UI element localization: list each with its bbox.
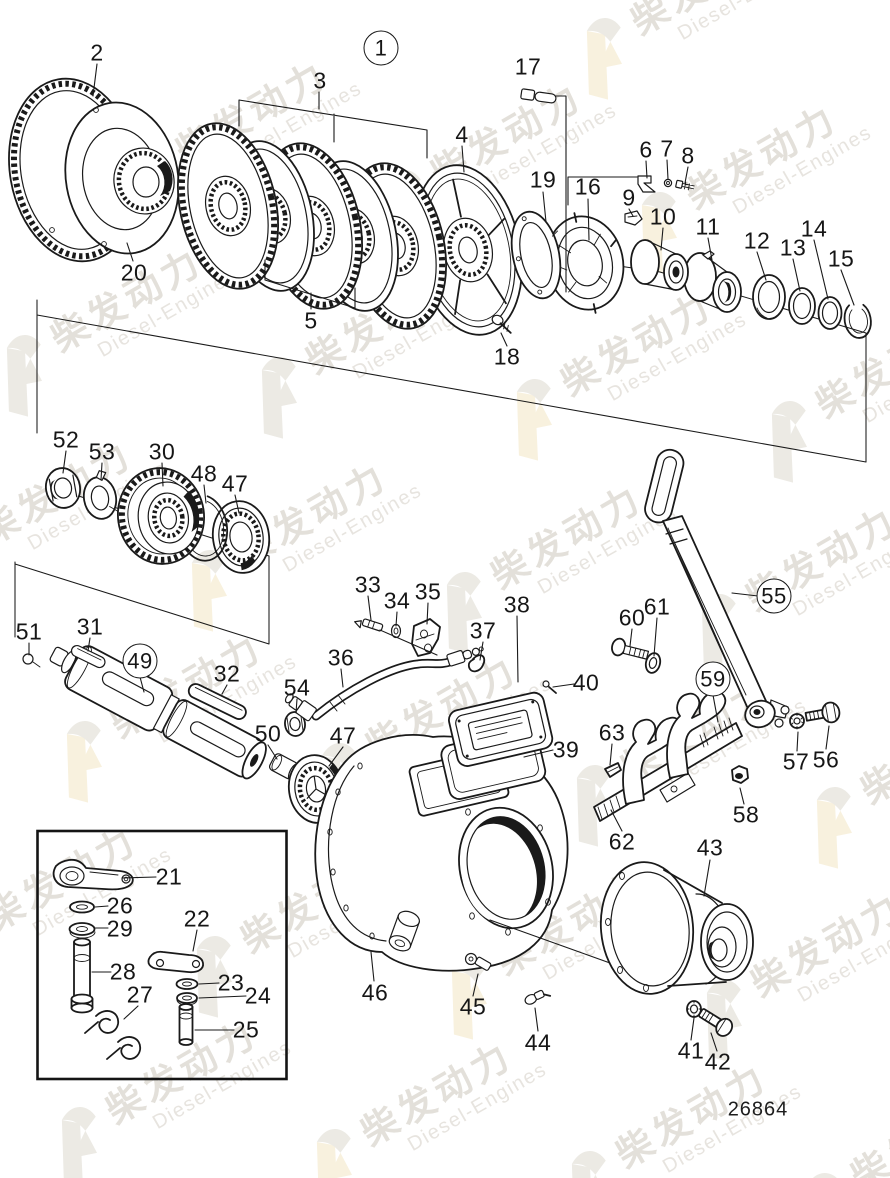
- bolt-part-60: [611, 637, 650, 660]
- washer-part-7: [663, 178, 673, 188]
- clip-part-9: [624, 210, 643, 226]
- washer-part-61: [644, 652, 662, 674]
- screw-part-18: [491, 314, 512, 334]
- drawing-number: 26864: [727, 1098, 789, 1121]
- shift-fork-2: [666, 690, 727, 779]
- cover-plate-part-38: [448, 691, 554, 767]
- ring-part-12: [752, 274, 786, 320]
- lock-washer-part-57: [789, 712, 805, 730]
- lock-washer-part-53: [82, 470, 119, 520]
- pin-part-25: [178, 1003, 194, 1046]
- clip-part-37: [467, 654, 486, 673]
- pin-part-17: [520, 88, 557, 104]
- friction-disc-pack: [177, 122, 447, 330]
- shift-fork-1: [622, 716, 683, 805]
- washer-part-41: [686, 1000, 702, 1018]
- screw-part-33: [354, 618, 384, 632]
- key-part-31: [70, 644, 106, 669]
- lever-part-22: [147, 950, 204, 974]
- inset-box: [36, 829, 288, 1081]
- ring-part-14: [817, 296, 843, 330]
- washer-part-24: [176, 992, 198, 1006]
- washer-part-26: [69, 900, 95, 914]
- bolt-part-42: [698, 1008, 734, 1037]
- input-shaft-part-49: [49, 645, 267, 780]
- ring-part-13: [788, 287, 816, 325]
- lever-part-21: [52, 858, 134, 891]
- retainer-ring-part-19: [510, 210, 568, 300]
- nut-part-52: [45, 467, 81, 509]
- plug-part-44: [524, 989, 552, 1005]
- oil-hose-part-36: [284, 646, 484, 722]
- plug-part-51: [22, 653, 41, 668]
- coupling-part-43: [599, 861, 754, 995]
- clutch-drum-part-2: [8, 77, 180, 263]
- leader-lines: [28, 63, 855, 1052]
- clutch-hub-part-30: [116, 467, 206, 565]
- wedge-part-63: [604, 762, 622, 778]
- bracket-part-6: [637, 175, 656, 193]
- snap-ring-part-15: [843, 303, 872, 339]
- shift-lever-part-55: [644, 448, 790, 729]
- nut-part-58: [731, 765, 749, 784]
- screw-part-40: [542, 680, 557, 694]
- key-part-32: [187, 683, 247, 720]
- springs-part-27: [84, 1010, 141, 1060]
- screw-part-8: [675, 179, 695, 191]
- sleeve-part-10: [630, 239, 689, 291]
- pin-part-28: [70, 937, 94, 1014]
- bearing-part-47-upper: [211, 500, 271, 574]
- bearing-sleeve-part-11: [683, 250, 742, 313]
- washer-part-23: [175, 978, 199, 990]
- nut-part-54: [284, 711, 306, 737]
- washer-part-29: [68, 922, 96, 939]
- bolt-part-56: [804, 701, 841, 724]
